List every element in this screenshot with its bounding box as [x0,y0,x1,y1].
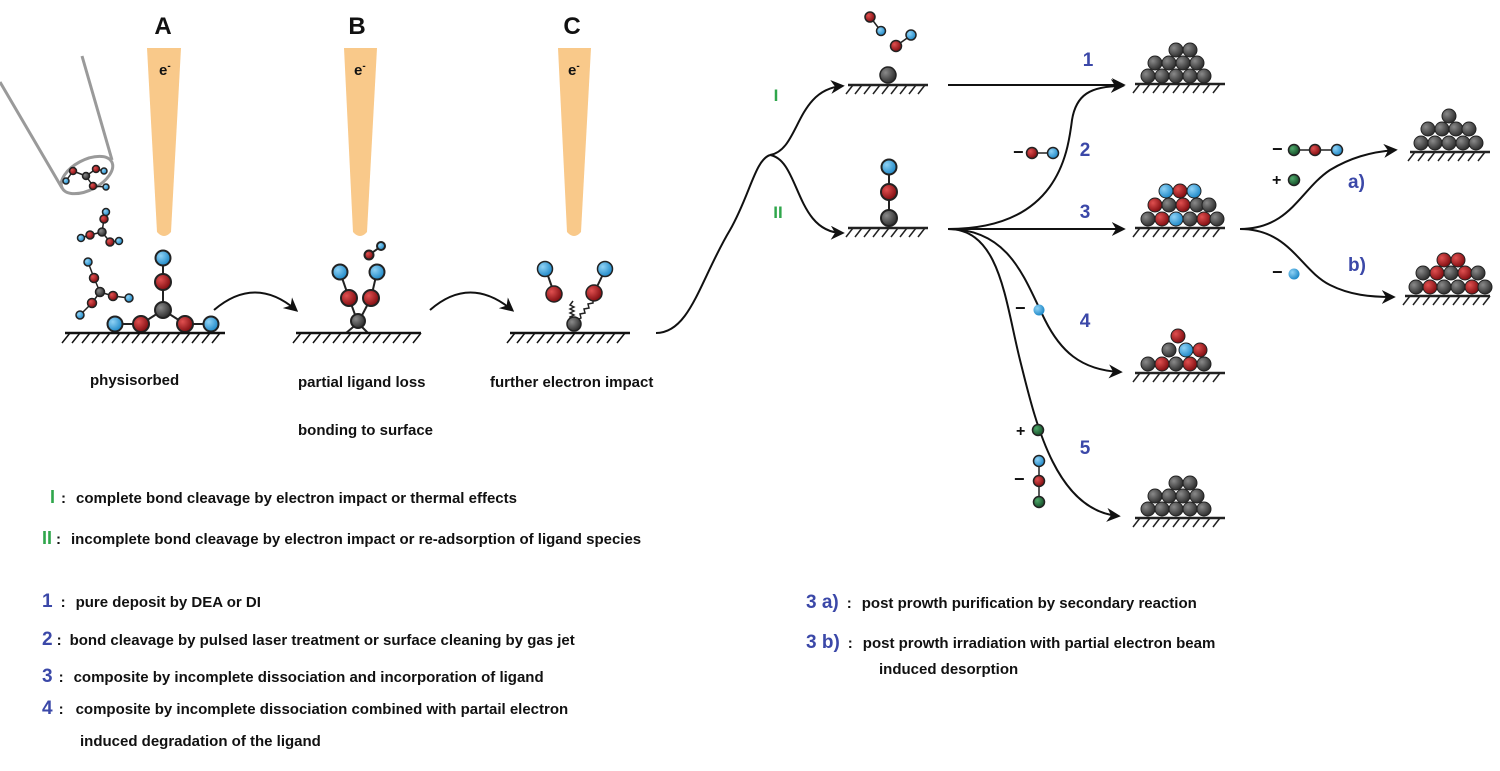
legend-item-i: I:complete bond cleavage by electron imp… [50,487,517,507]
branch-label-ii: II [773,203,782,222]
removed-ligand-end-4: − [1015,298,1045,318]
arrow-post-3b [1239,228,1396,304]
state-ii [845,158,928,238]
legend-item-3b-line2: induced desorption [879,661,1018,678]
post-label-a: a) [1348,172,1365,193]
substrate-a [61,331,225,344]
arrow-a-to-b [213,291,299,312]
branch-label-i: I [774,86,779,105]
adsorbed-molecule-a [106,249,220,333]
arrow-branch-ii [769,154,845,240]
connector-c-to-branch [655,154,771,334]
removed-ligand-end-3b: − [1272,262,1300,282]
beam-label: e- [354,61,366,79]
svg-text:−: − [1015,298,1026,318]
state-i [845,11,928,95]
stage-label-b: B [348,13,365,40]
path-number-2: 2 [1080,140,1091,161]
adsorbed-molecule-c [536,260,614,332]
caption-b-line2: bonding to surface [298,422,433,439]
arrow-path-4 [947,228,1123,379]
caption-a: physisorbed [90,372,179,389]
legend-item-2: 2:bond cleavage by pulsed laser treatmen… [42,629,575,650]
svg-text:−: − [1014,469,1025,489]
legend-item-3: 3:composite by incomplete dissociation a… [42,666,544,687]
precursor-molecule [75,257,134,320]
beam-label: e- [568,61,580,79]
legend: I:complete bond cleavage by electron imp… [42,487,1215,750]
deposit-3b-desorbed [1402,252,1493,306]
deposit-4-degraded [1132,328,1225,383]
post-label-b: b) [1348,255,1366,276]
precursor-molecule [76,207,124,247]
legend-item-3a: 3 a):post prowth purification by seconda… [806,592,1197,613]
beam-label: e- [159,61,171,79]
precursor-molecule [62,164,110,191]
deposit-3a-purified [1407,108,1490,162]
reagent-exchange-5: + − [1014,423,1046,509]
svg-text:+: + [1272,172,1281,189]
path-number-1: 1 [1083,50,1094,71]
caption-c: further electron impact [490,374,653,391]
deposit-3-composite [1132,183,1225,238]
path-number-3: 3 [1080,202,1091,223]
removed-ligand-2: − [1013,142,1060,162]
svg-text:−: − [1272,262,1283,282]
legend-item-ii: II:incomplete bond cleavage by electron … [42,528,641,548]
gas-nozzle [0,55,115,196]
legend-item-3b: 3 b):post prowth irradiation with partia… [806,632,1215,653]
deposit-1-pure [1132,42,1225,94]
arrow-branch-i [769,79,845,156]
svg-text:+: + [1016,423,1025,440]
electron-beam-a: e- [147,48,181,236]
stage-label-c: C [563,13,580,40]
path-number-4: 4 [1080,311,1091,332]
electron-beam-b: e- [344,48,377,236]
electron-beam-c: e- [558,48,591,236]
substrate-c [506,331,630,344]
legend-item-4-line2: induced degradation of the ligand [80,733,321,750]
legend-item-1: 1:pure deposit by DEA or DI [42,591,261,612]
arrow-post-3a [1239,143,1398,230]
arrow-path-2 [947,79,1125,230]
path-number-5: 5 [1080,438,1091,459]
exchange-species-3a: − + [1272,139,1344,189]
svg-text:−: − [1013,142,1024,162]
deposit-5-pure [1132,475,1225,528]
arrow-b-to-c [429,291,515,312]
arrow-path-5 [947,228,1121,522]
stage-label-a: A [154,13,171,40]
substrate-b [292,331,422,344]
svg-text:−: − [1272,139,1283,159]
adsorbed-molecule-b [331,241,386,334]
legend-item-4: 4:composite by incomplete dissociation c… [42,698,568,719]
caption-b-line1: partial ligand loss [298,374,426,391]
